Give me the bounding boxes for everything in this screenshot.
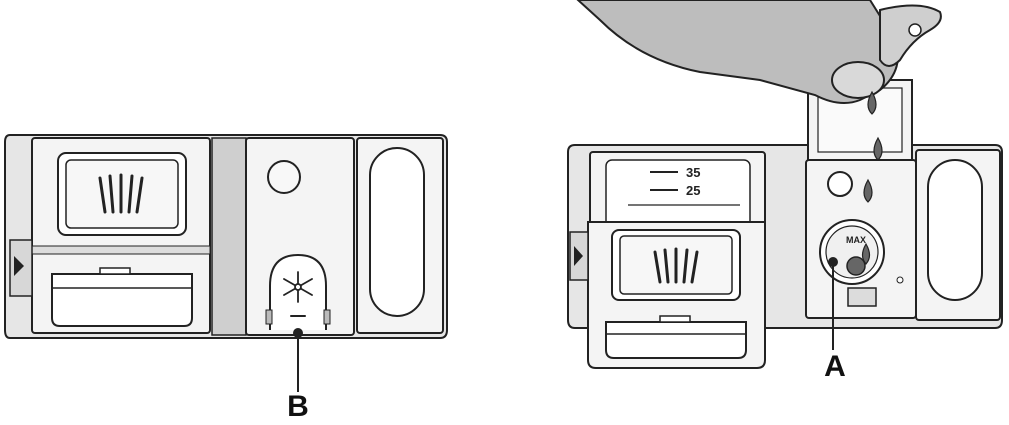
- scale-upper: 35: [686, 165, 700, 180]
- rinse-aid-bottle: [576, 0, 899, 105]
- max-text: MAX: [846, 235, 866, 245]
- detergent-tray: [51, 273, 193, 327]
- callout-b-label: B: [287, 390, 309, 420]
- drop-icon: [861, 242, 871, 265]
- rinse-aid-indicator: [267, 160, 301, 194]
- bottle-neck: [831, 61, 885, 99]
- tablet-icon: [653, 247, 699, 284]
- latch-arrow-icon: [574, 246, 583, 266]
- right-dispenser: 35 25 MAX: [567, 0, 1003, 383]
- rinse-slot: [369, 147, 425, 317]
- latch-arrow-icon: [14, 256, 24, 276]
- sun-icon: [283, 271, 313, 303]
- bottle-cap: [879, 4, 942, 67]
- drop-icon: [863, 90, 883, 203]
- callout-a-label: A: [824, 350, 846, 383]
- detergent-chamber: [605, 159, 751, 231]
- scale-lower: 25: [686, 183, 700, 198]
- tablet-icon: [98, 173, 144, 214]
- rinse-slot: [927, 159, 983, 301]
- left-dispenser: B: [4, 134, 448, 423]
- fill-scale: 35 25: [628, 165, 740, 206]
